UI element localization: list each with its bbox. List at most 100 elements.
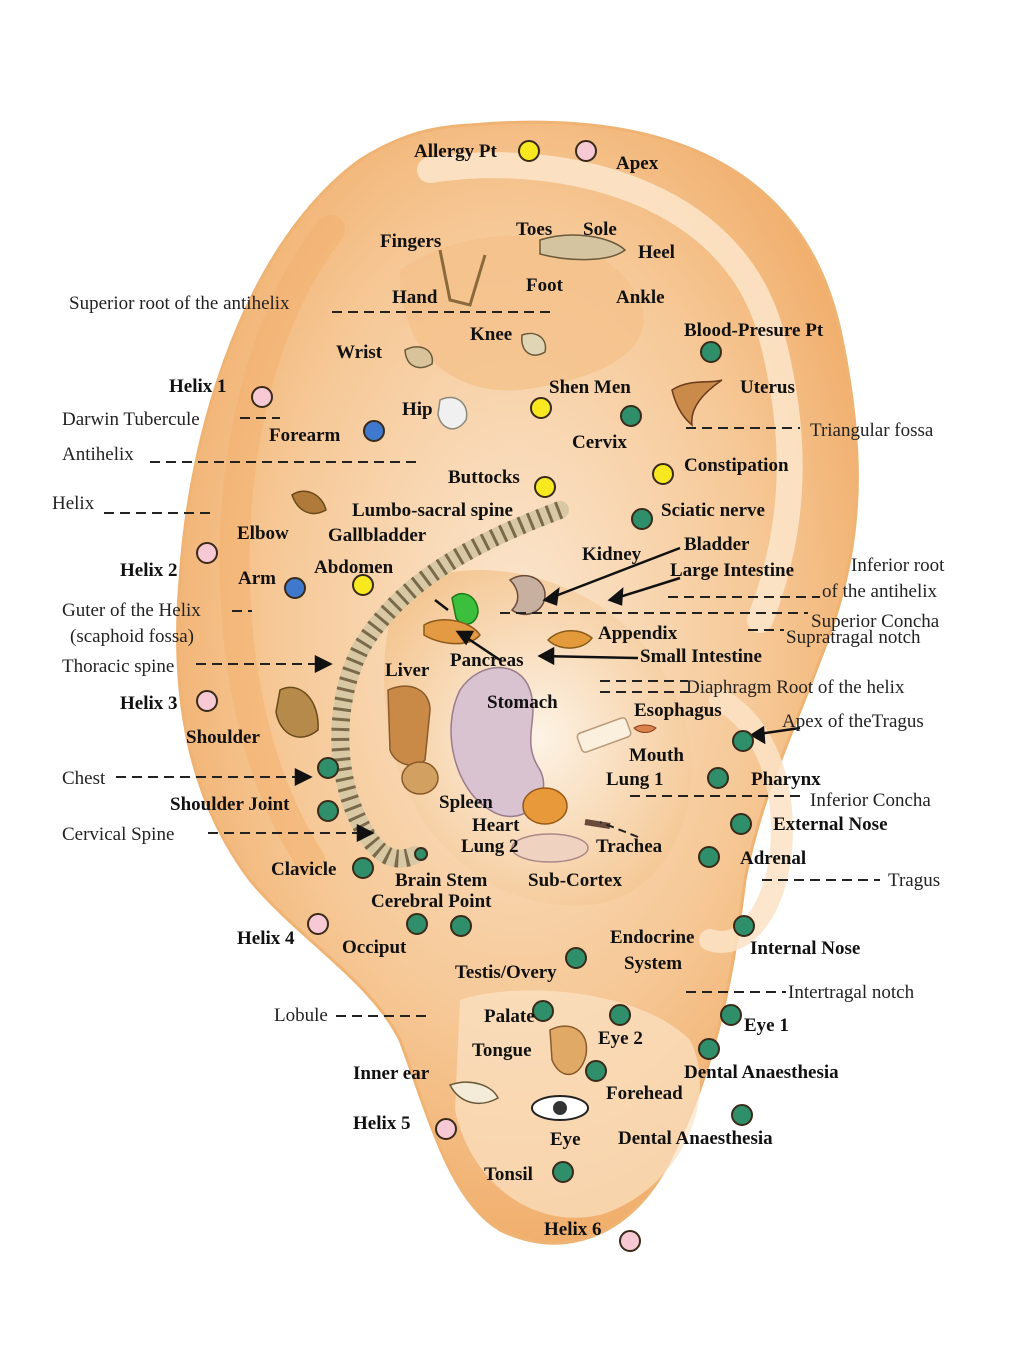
- label-stomach: Stomach: [487, 692, 558, 713]
- spine-vertebrae: [331, 501, 564, 868]
- label-lung-1: Lung 1: [606, 769, 664, 790]
- label-pancreas: Pancreas: [450, 650, 524, 671]
- label-gallbladder: Gallbladder: [328, 525, 427, 546]
- label-arm: Arm: [238, 568, 276, 589]
- label-superior-concha: Superior Concha: [811, 611, 940, 632]
- label-adrenal: Adrenal: [740, 848, 807, 869]
- label-clavicle: Clavicle: [271, 859, 337, 880]
- foot-shape: [539, 234, 627, 261]
- label-thoracic-spine: Thoracic spine: [62, 656, 175, 677]
- label-hip: Hip: [402, 399, 433, 420]
- label-pharynx: Pharynx: [751, 769, 821, 790]
- inner-ear-shape: [448, 1081, 499, 1105]
- label-shoulder: Shoulder: [186, 727, 260, 748]
- label-darwin-tubercule: Darwin Tubercule: [62, 409, 200, 430]
- scaphoid-fossa: [219, 215, 345, 875]
- label-fingers: Fingers: [380, 231, 442, 252]
- label-heel: Heel: [638, 242, 675, 263]
- label-dental-anaesthesia-1: Dental Anaesthesia: [684, 1062, 839, 1083]
- label-liver: Liver: [385, 660, 430, 681]
- esophagus-shape: [576, 717, 632, 753]
- concha: [383, 570, 692, 906]
- helix-rim: [417, 152, 803, 633]
- label-bladder: Bladder: [684, 534, 750, 555]
- uterus-shape: [671, 379, 723, 427]
- lung-shape: [511, 833, 589, 863]
- label-trachea: Trachea: [596, 836, 663, 857]
- label-brain-stem: Brain Stem: [395, 870, 488, 891]
- triangular-fossa: [400, 235, 644, 391]
- label-shoulder-joint: Shoulder Joint: [170, 794, 290, 815]
- label-spleen: Spleen: [439, 792, 493, 813]
- label-lung-2: Lung 2: [461, 836, 519, 857]
- label-elbow: Elbow: [237, 523, 289, 544]
- label-uterus: Uterus: [740, 377, 795, 398]
- label-knee: Knee: [470, 324, 513, 345]
- tongue-shape: [549, 1025, 588, 1076]
- shoulder-shape: [275, 686, 319, 738]
- label-ankle: Ankle: [616, 287, 665, 308]
- label-testis-overy: Testis/Overy: [455, 962, 557, 983]
- label-helix-5: Helix 5: [353, 1113, 411, 1134]
- label-apex: Apex: [616, 153, 659, 174]
- tragus: [699, 689, 793, 953]
- label-eye-1: Eye 1: [744, 1015, 789, 1036]
- label-supratragal-notch: Supratragal notch: [786, 627, 921, 648]
- label-lumbo-sacral-spine: Lumbo-sacral spine: [352, 500, 513, 521]
- label-blood-presure-pt: Blood-Presure Pt: [684, 320, 824, 341]
- label-hand: Hand: [392, 287, 438, 308]
- label-sub-cortex: Sub-Cortex: [528, 870, 622, 891]
- label-helix-6: Helix 6: [544, 1219, 602, 1240]
- label-sciatic-nerve: Sciatic nerve: [661, 500, 765, 521]
- liver-shape: [387, 685, 431, 766]
- label-helix-3: Helix 3: [120, 693, 178, 714]
- label-helix-4: Helix 4: [237, 928, 295, 949]
- label-apex-tragus: Apex of theTragus: [782, 711, 924, 732]
- label-dental-anaesthesia-2: Dental Anaesthesia: [618, 1128, 773, 1149]
- label-diaphragm-root: Diaphragm Root of the helix: [686, 677, 905, 698]
- label-external-nose: External Nose: [773, 814, 888, 835]
- label-inferior-root-1: Inferior root: [851, 555, 945, 576]
- trachea-shape: [584, 819, 611, 829]
- label-superior-root-antihelix: Superior root of the antihelix: [69, 293, 290, 314]
- label-esophagus: Esophagus: [634, 700, 722, 721]
- stomach-shape: [450, 666, 545, 818]
- hip-shape: [437, 396, 468, 430]
- label-guter-helix-1: Guter of the Helix: [62, 600, 201, 621]
- knee-shape: [521, 332, 547, 356]
- label-forehead: Forehead: [606, 1083, 683, 1104]
- label-lobule: Lobule: [274, 1005, 328, 1026]
- label-endocrine-1: Endocrine: [610, 927, 695, 948]
- label-eye: Eye: [550, 1129, 581, 1150]
- label-internal-nose: Internal Nose: [750, 938, 861, 959]
- label-inferior-concha: Inferior Concha: [810, 790, 931, 811]
- hand-shape: [438, 249, 487, 307]
- label-antihelix: Antihelix: [62, 444, 134, 465]
- label-eye-2: Eye 2: [598, 1028, 643, 1049]
- acupoints: [196, 140, 755, 1252]
- eye-iris: [553, 1101, 567, 1115]
- label-heart: Heart: [472, 815, 520, 836]
- label-guter-helix-2: (scaphoid fossa): [70, 626, 194, 647]
- label-sole: Sole: [583, 219, 617, 240]
- elbow-shape: [291, 490, 327, 515]
- label-constipation: Constipation: [684, 455, 789, 476]
- label-endocrine-2: System: [624, 953, 683, 974]
- label-shen-men: Shen Men: [549, 377, 631, 398]
- wrist-shape: [404, 346, 434, 369]
- label-helix-1: Helix 1: [169, 376, 227, 397]
- label-intertragal-notch: Intertragal notch: [788, 982, 915, 1003]
- heart-shape: [522, 787, 568, 825]
- label-wrist: Wrist: [336, 342, 383, 363]
- label-tongue: Tongue: [472, 1040, 532, 1061]
- label-inferior-root-2: of the antihelix: [822, 581, 938, 602]
- label-inner-ear: Inner ear: [353, 1063, 430, 1084]
- label-mouth: Mouth: [629, 745, 684, 766]
- label-tonsil: Tonsil: [484, 1164, 533, 1185]
- label-tragus: Tragus: [888, 870, 941, 891]
- leader-lines: [104, 311, 880, 1017]
- label-cervix: Cervix: [572, 432, 627, 453]
- label-large-intestine: Large Intestine: [670, 560, 795, 581]
